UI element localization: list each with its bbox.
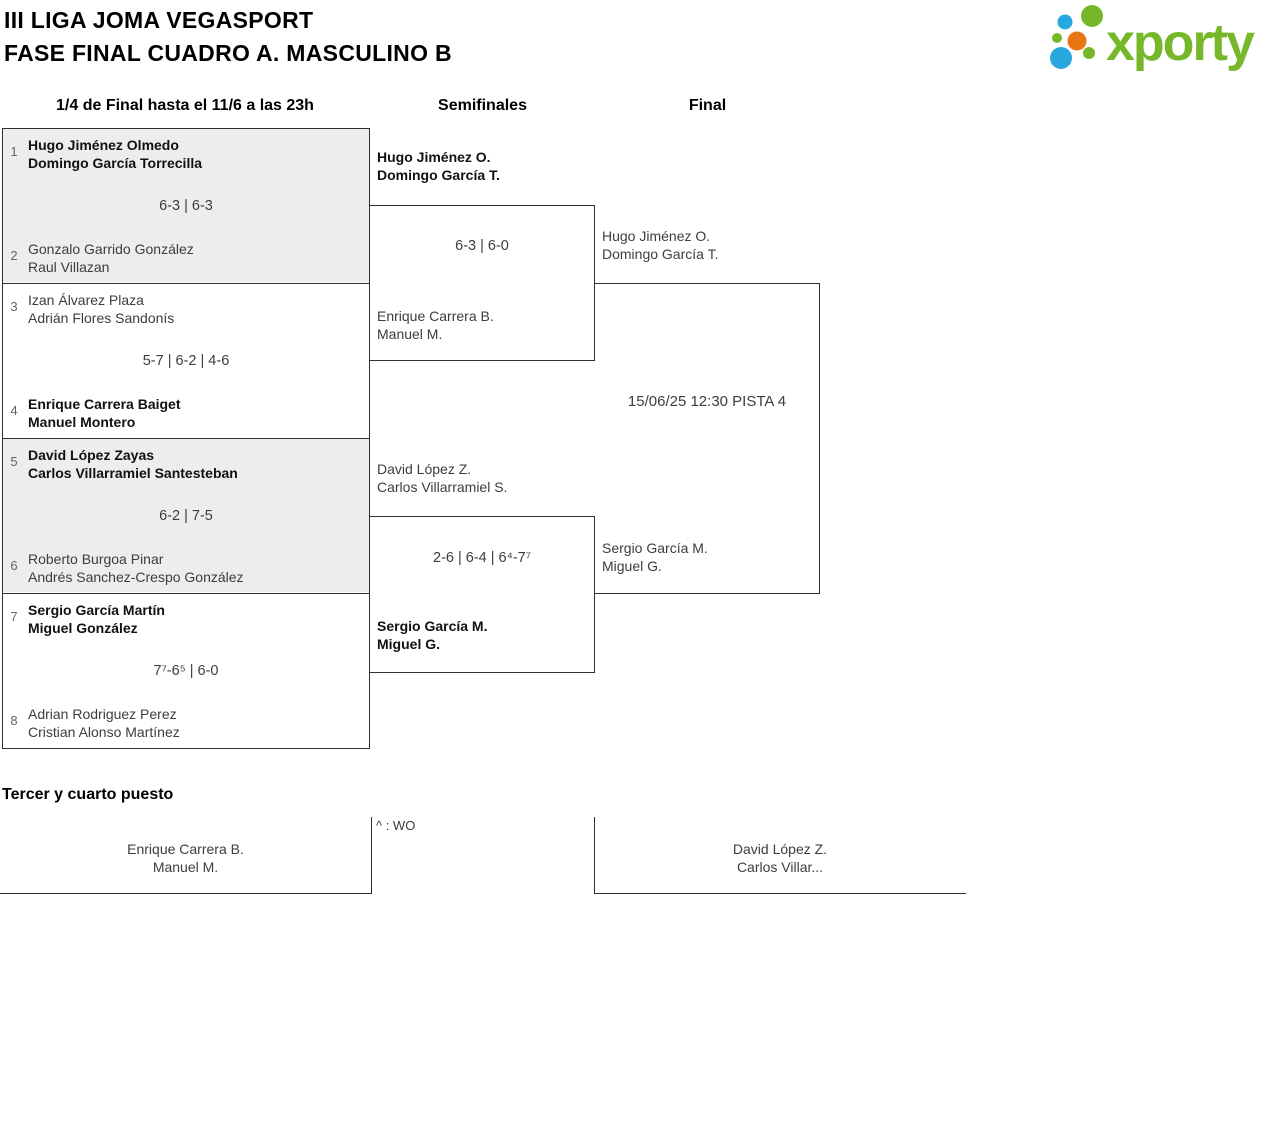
qf4-score: 7⁷-6⁵ | 6-0 (153, 663, 219, 679)
bracket-line (2, 593, 370, 594)
bracket-line (2, 283, 370, 284)
page-title-line2: FASE FINAL CUADRO A. MASCULINO B (4, 40, 452, 66)
bracket-line (594, 593, 820, 594)
qf4-team-top: Sergio García Martín Miguel González (28, 602, 165, 636)
qf2-team-top: Izan Álvarez Plaza Adrián Flores Sandoní… (28, 292, 175, 326)
sf2-team-top: David López Z. Carlos Villarramiel S. (377, 461, 508, 495)
logo-dot-tiny-green (1052, 33, 1062, 43)
qf3-score: 6-2 | 7-5 (159, 508, 213, 524)
sf1-team-bottom: Enrique Carrera B. Manuel M. (377, 308, 494, 342)
sf1-team-top: Hugo Jiménez O. Domingo García T. (377, 149, 500, 183)
qf2-team-bottom: Enrique Carrera Baiget Manuel Montero (28, 396, 181, 430)
seed-number: 5 (10, 454, 18, 469)
seed-number: 8 (10, 713, 18, 728)
final-team-bottom: Sergio García M. Miguel G. (602, 540, 708, 574)
third-place-team-left: Enrique Carrera B. Manuel M. (127, 841, 244, 875)
bracket-line (2, 128, 370, 129)
bracket-line (594, 516, 595, 673)
column-header-quarterfinals: 1/4 de Final hasta el 11/6 a las 23h (56, 97, 314, 114)
qf4-team-bottom: Adrian Rodriguez Perez Cristian Alonso M… (28, 706, 180, 740)
sf2-team-bottom: Sergio García M. Miguel G. (377, 618, 488, 652)
sf1-score: 6-3 | 6-0 (455, 238, 509, 254)
logo-dot-small-blue (1057, 14, 1073, 30)
qf1-team-top: Hugo Jiménez Olmedo Domingo García Torre… (28, 137, 203, 171)
logo-dot-large-green (1081, 5, 1103, 27)
logo-dot-orange (1067, 31, 1087, 51)
bracket-line (369, 360, 595, 361)
bracket-line (594, 893, 966, 894)
sf2-score: 2-6 | 6-4 | 6⁴-7⁷ (433, 550, 531, 566)
logo-dot-small-green (1083, 47, 1095, 59)
bracket-line (369, 516, 595, 517)
seed-number: 1 (10, 144, 18, 159)
seed-number: 2 (10, 248, 18, 263)
bracket-line (819, 283, 820, 594)
bracket-line (594, 283, 820, 284)
third-place-heading: Tercer y cuarto puesto (2, 786, 174, 803)
qf3-team-top: David López Zayas Carlos Villarramiel Sa… (28, 447, 238, 481)
bracket-line (369, 672, 595, 673)
xporty-logo-text: xporty (1106, 14, 1255, 72)
bracket-line (594, 817, 595, 894)
logo-dot-large-blue (1050, 47, 1072, 69)
third-place-team-right: David López Z. Carlos Villar... (732, 841, 828, 875)
column-header-semifinals: Semifinales (438, 97, 527, 114)
xporty-logo-graphic: xporty (1050, 5, 1257, 72)
bracket-line (2, 748, 370, 749)
walkover-legend: ^ : WO (376, 818, 416, 833)
final-team-top: Hugo Jiménez O. Domingo García T. (602, 228, 719, 262)
qf2-score: 5-7 | 6-2 | 4-6 (142, 353, 230, 369)
seed-number: 7 (10, 609, 18, 624)
final-schedule: 15/06/25 12:30 PISTA 4 (627, 393, 787, 410)
bracket-line (2, 438, 370, 439)
bracket-line (371, 817, 372, 894)
seed-number: 3 (10, 299, 18, 314)
bracket-line (369, 205, 595, 206)
seed-number: 4 (10, 403, 18, 418)
column-header-final: Final (688, 97, 727, 114)
bracket-line (0, 893, 372, 894)
qf-match-1-shade (3, 129, 369, 282)
xporty-logo[interactable]: xporty (1040, 2, 1278, 84)
seed-number: 6 (10, 558, 18, 573)
page-title: III LIGA JOMA VEGASPORT FASE FINAL CUADR… (4, 4, 452, 70)
qf-match-3-shade (3, 439, 369, 592)
page-title-line1: III LIGA JOMA VEGASPORT (4, 7, 314, 33)
qf1-team-bottom: Gonzalo Garrido González Raul Villazan (28, 241, 194, 275)
qf3-team-bottom: Roberto Burgoa Pinar Andrés Sanchez-Cres… (28, 551, 244, 585)
qf1-score: 6-3 | 6-3 (159, 198, 213, 214)
